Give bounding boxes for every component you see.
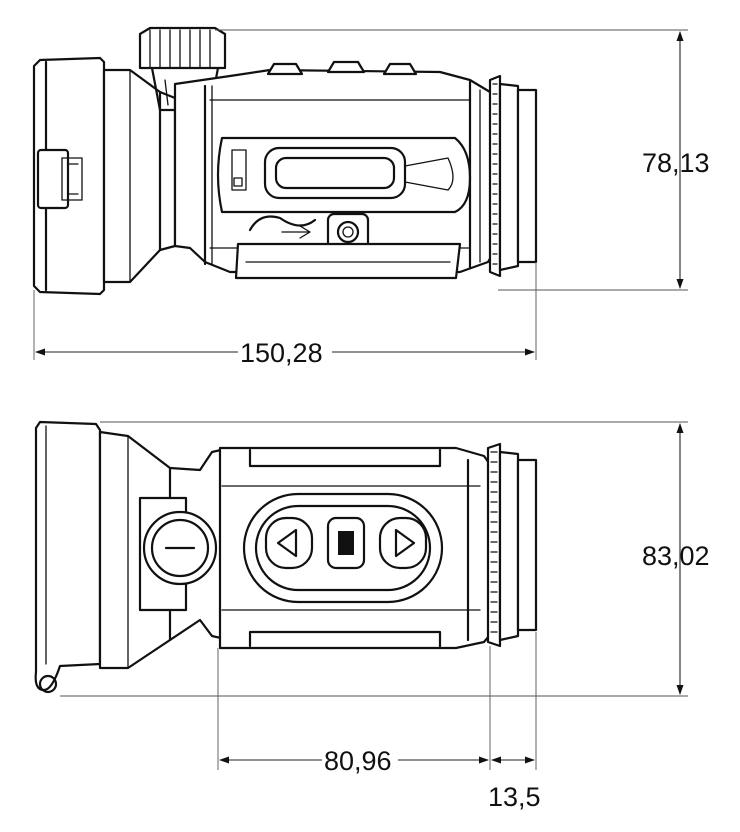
- side-height-label: 78,13: [642, 148, 710, 178]
- right-button: [378, 516, 428, 570]
- top-width-label: 83,02: [642, 541, 710, 571]
- lens-cap: [32, 56, 106, 296]
- rotary-knob: [138, 496, 218, 612]
- side-view: 78,13 150,28: [32, 26, 710, 368]
- dimension-body-length: 80,96: [217, 646, 491, 776]
- dimension-side-length: 150,28: [33, 262, 537, 368]
- dimension-side-height: 78,13: [215, 29, 710, 291]
- lens-cap-top: [34, 420, 102, 694]
- body-length-label: 80,96: [324, 746, 392, 776]
- side-length-label: 150,28: [240, 338, 323, 368]
- dimension-top-width: 83,02: [60, 421, 710, 697]
- eyepiece: [488, 74, 538, 278]
- left-arrow-icon: [276, 528, 298, 558]
- objective-housing: [102, 68, 177, 284]
- top-view: 83,02 80,96 13,5: [34, 420, 710, 812]
- left-button: [264, 516, 314, 570]
- focus-knob: [138, 26, 227, 112]
- eyepiece-top: [486, 442, 538, 648]
- right-arrow-icon: [394, 528, 416, 558]
- stop-icon: [338, 531, 354, 555]
- eyepiece-length-label: 13,5: [488, 782, 541, 812]
- main-body: [173, 60, 498, 280]
- dimension-eyepiece-length: 13,5: [488, 632, 541, 812]
- main-body-top: [218, 446, 496, 650]
